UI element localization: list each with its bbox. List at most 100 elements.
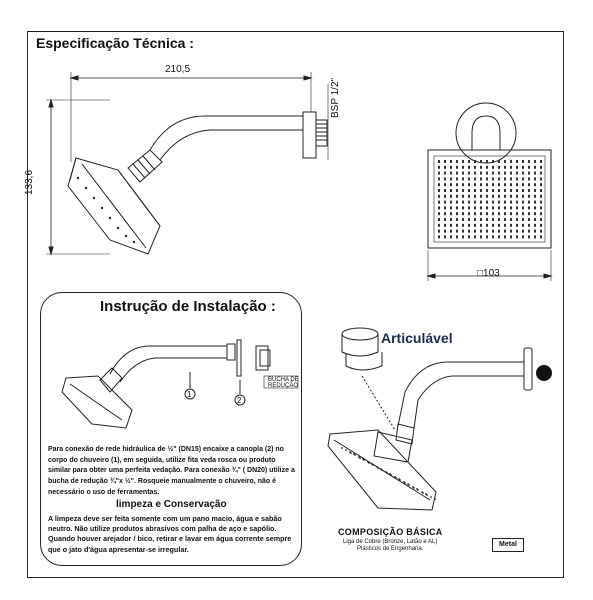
nozzle-dot — [438, 171, 440, 175]
nozzle-dot — [474, 165, 476, 169]
nozzle-dot — [468, 160, 470, 163]
nozzle-dot — [444, 171, 446, 175]
nozzle-dot — [516, 229, 518, 233]
nozzle-dot — [522, 165, 524, 169]
nozzle-dot — [498, 212, 500, 216]
nozzle-dot — [450, 183, 452, 187]
nozzle-dot — [474, 183, 476, 187]
nozzle-dot — [492, 194, 494, 198]
nozzle-dot — [450, 189, 452, 192]
nozzle-dot — [438, 206, 440, 210]
nozzle-dot — [486, 218, 488, 221]
nozzle-dot — [462, 218, 464, 221]
nozzle-dot — [498, 171, 500, 175]
nozzle-dot — [534, 218, 536, 221]
nozzle-dot — [498, 165, 500, 169]
nozzle-dot — [498, 200, 500, 204]
nozzle-dot — [444, 189, 446, 192]
nozzle-dot — [444, 223, 446, 227]
nozzle-dot — [450, 206, 452, 210]
nozzle-dot — [540, 206, 542, 210]
nozzle-dot — [528, 212, 530, 216]
nozzle-dot — [516, 171, 518, 175]
nozzle-dot — [486, 206, 488, 210]
spray-nozzle-dot — [377, 467, 379, 469]
nozzle-dot — [468, 183, 470, 187]
nozzle-dot — [516, 183, 518, 187]
nozzle-dot — [504, 218, 506, 221]
nozzle-dot — [444, 200, 446, 204]
nozzle-dot — [528, 235, 530, 239]
nozzle-dot — [438, 194, 440, 198]
nozzle-dot — [516, 235, 518, 239]
articulavel-label: Articulável — [381, 330, 453, 346]
nozzle-dot — [444, 165, 446, 169]
nozzle-dot — [456, 235, 458, 239]
nozzle-dot — [498, 183, 500, 187]
nozzle-dot — [534, 223, 536, 227]
nozzle-dot — [450, 223, 452, 227]
cleaning-text: A limpeza deve ser feita somente com um … — [48, 514, 292, 554]
nozzle-dot — [456, 171, 458, 175]
nozzle-dot — [528, 223, 530, 227]
nozzle-dot — [468, 194, 470, 198]
nozzle-dot — [438, 218, 440, 221]
nozzle-dot — [438, 223, 440, 227]
nozzle-dot — [492, 200, 494, 204]
nozzle-dot — [480, 189, 482, 192]
nozzle-dot — [492, 171, 494, 175]
spray-nozzle-dot — [363, 459, 365, 461]
spray-nozzle-dot — [359, 457, 361, 459]
nozzle-dot — [504, 200, 506, 204]
spray-nozzle-dot — [345, 449, 347, 451]
nozzle-dot — [534, 229, 536, 233]
wall-nut-icon — [536, 365, 552, 381]
nozzle-dot — [528, 189, 530, 192]
nozzle-dot — [510, 218, 512, 221]
nozzle-dot — [498, 229, 500, 233]
square-dimension-label: □103 — [477, 268, 500, 279]
nozzle-dot — [534, 194, 536, 198]
nozzle-dot — [522, 235, 524, 239]
nozzle-dot — [438, 200, 440, 204]
nozzle-dot — [534, 160, 536, 163]
nozzle-dot — [450, 212, 452, 216]
nozzle-dot — [456, 206, 458, 210]
nozzle-dot — [468, 165, 470, 169]
nozzle-dot — [444, 160, 446, 163]
nozzle-dot — [510, 206, 512, 210]
nozzle-dot — [498, 194, 500, 198]
nozzle-dot — [450, 200, 452, 204]
nozzle-dot — [474, 160, 476, 163]
nozzle-dot — [456, 229, 458, 233]
marker-1: 1 — [187, 390, 192, 399]
spray-nozzle-dot — [434, 498, 436, 500]
nozzle-dot — [504, 194, 506, 198]
nozzle-dot — [510, 171, 512, 175]
nozzle-dot — [534, 165, 536, 169]
spray-nozzle-dot — [386, 472, 388, 474]
nozzle-dot — [540, 235, 542, 239]
nozzle-dot — [444, 177, 446, 181]
spray-nozzle-dot — [341, 447, 343, 449]
nozzle-dot — [492, 160, 494, 163]
nozzle-dot — [438, 189, 440, 192]
nozzle-dot — [516, 177, 518, 181]
nozzle-dot — [444, 194, 446, 198]
composition-line-2: Plásticos de Engenharia. — [357, 546, 424, 552]
spray-nozzle-dot — [395, 477, 397, 479]
nozzle-dot — [462, 177, 464, 181]
nozzle-dot — [534, 177, 536, 181]
nozzle-dot — [510, 194, 512, 198]
nozzle-dot — [456, 165, 458, 169]
nozzle-dot — [522, 183, 524, 187]
nozzle-dot — [534, 206, 536, 210]
nozzle-dot — [510, 200, 512, 204]
spray-nozzle-dot — [381, 469, 383, 471]
nozzle-dot — [504, 171, 506, 175]
nozzle-dot — [492, 218, 494, 221]
nozzle-dot — [498, 223, 500, 227]
spray-nozzle-dot — [413, 487, 415, 489]
spec-title: Especificação Técnica : — [36, 35, 194, 51]
